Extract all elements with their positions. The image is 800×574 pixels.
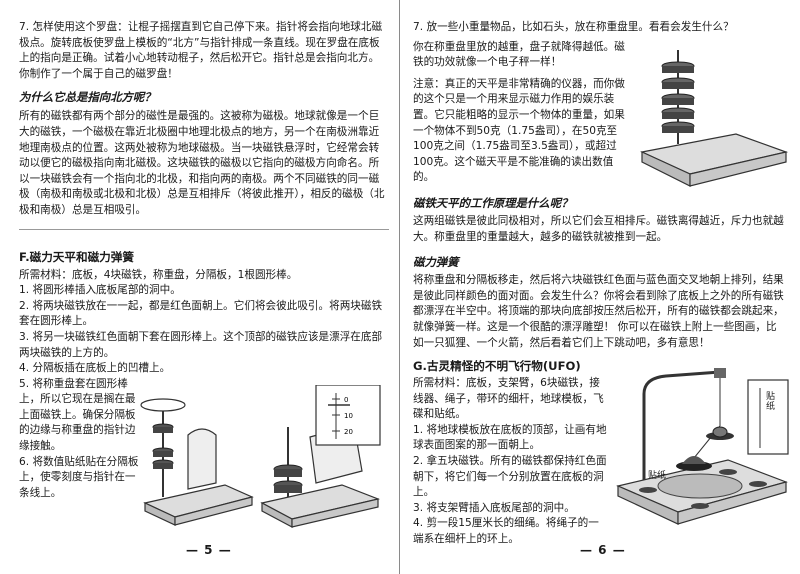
section-divider [19, 228, 389, 230]
why-north-body: 所有的磁铁都有两个部分的磁性是最强的。这被称为磁极。地球就像是一个巨大的磁铁，一… [19, 110, 385, 216]
sticker-label-2: 贴纸 [648, 471, 667, 481]
ufo-step-4: 4. 剪一段15厘米长的细绳。将绳子的一端系在细杆上的环上。 [413, 517, 599, 546]
magnetic-balance-illustration: 0 10 20 [140, 385, 381, 528]
scale-label-20: 20 [344, 428, 353, 436]
step-2: 2. 将两块磁铁放在一一起，都是红色面朝上。它们将会彼此吸引。将两块磁铁套在圆形… [19, 299, 383, 328]
ufo-illustration [616, 368, 789, 525]
how-balance-works-body: 这两组磁铁是彼此同极相对，所以它们会互相排斥。磁铁离得越近，斥力也就越大。称重盘… [413, 214, 784, 243]
step-5: 5. 将称重盘套在圆形棒上，所以它现在是搁在最上面磁铁上。确保分隔板的边缘与称重… [19, 377, 136, 453]
page-number-6: — 6 — [580, 543, 626, 557]
magnetic-spring-body: 将称重盘和分隔板移走，然后将六块磁铁红色面与蓝色面交叉地朝上排列，结果是彼此同样… [413, 274, 784, 349]
magnetic-spring-illustration [640, 50, 789, 187]
page-right: 7. 放一些小重量物品，比如石头，放在称重盘里。看看会发生什么？ 你在称重盘里放… [400, 0, 800, 574]
materials-f: 所需材料：底板，4块磁铁，称重盘，分隔板，1根圆形棒。 [19, 268, 298, 281]
scale-label-10: 10 [344, 412, 353, 420]
compass-step-7: 7. 怎样使用这个罗盘：让棍子摇摆直到它自己停下来。指针将会指向地球北磁极点。旋… [19, 21, 383, 80]
magnetic-spring-heading: 磁力弹簧 [413, 255, 459, 270]
materials-g: 所需材料：底板，支架臂，6块磁铁，接线器、绳子，带环的细杆，地球模板，飞碟和贴纸… [413, 377, 604, 421]
section-g-title: G.古灵精怪的不明飞行物(UFO) [413, 359, 581, 374]
page-left: 7. 怎样使用这个罗盘：让棍子摇摆直到它自己停下来。指针将会指向地球北磁极点。旋… [19, 0, 400, 574]
ufo-step-3: 3. 将支架臂插入底板尾部的洞中。 [413, 501, 575, 514]
ufo-step-2: 2. 拿五块磁铁。所有的磁铁都保持红色面朝下，将它们每一个分别放置在底板的洞上。 [413, 455, 607, 499]
ufo-step-1: 1. 将地球模板放在底板的顶部，让画有地球表面图案的那一面朝上。 [413, 423, 607, 452]
sticker-label: 贴纸 [766, 392, 776, 412]
step-3: 3. 将另一块磁铁红色面朝下套在圆形棒上。这个顶部的磁铁应该是漂浮在底部两块磁铁… [19, 330, 383, 359]
why-north-heading: 为什么它总是指向北方呢？ [19, 90, 156, 105]
section-f-title: F.磁力天平和磁力弹簧 [19, 249, 134, 264]
page-number-5: — 5 — [186, 543, 232, 557]
step-6: 6. 将数值贴纸贴在分隔板上，使零刻度与指针在一条线上。 [19, 455, 139, 499]
scale-label-0: 0 [344, 396, 348, 404]
balance-step-7: 7. 放一些小重量物品，比如石头，放在称重盘里。看看会发生什么？ [413, 21, 734, 33]
note-text: 注意：真正的天平是非常精确的仪器，而你做的这个只是一个用来显示磁力作用的娱乐装置… [413, 77, 625, 184]
stacked-magnets [661, 61, 695, 133]
step-1: 1. 将圆形棒插入底板尾部的洞中。 [19, 284, 181, 297]
step-7-result: 你在称重盘里放的越重，盘子就降得越低。磁铁的功效就像一个电子秤一样！ [413, 40, 625, 69]
how-balance-works-heading: 磁铁天平的工作原理是什么呢？ [413, 195, 573, 210]
step-4: 4. 分隔板插在底板上的凹槽上。 [19, 362, 171, 375]
